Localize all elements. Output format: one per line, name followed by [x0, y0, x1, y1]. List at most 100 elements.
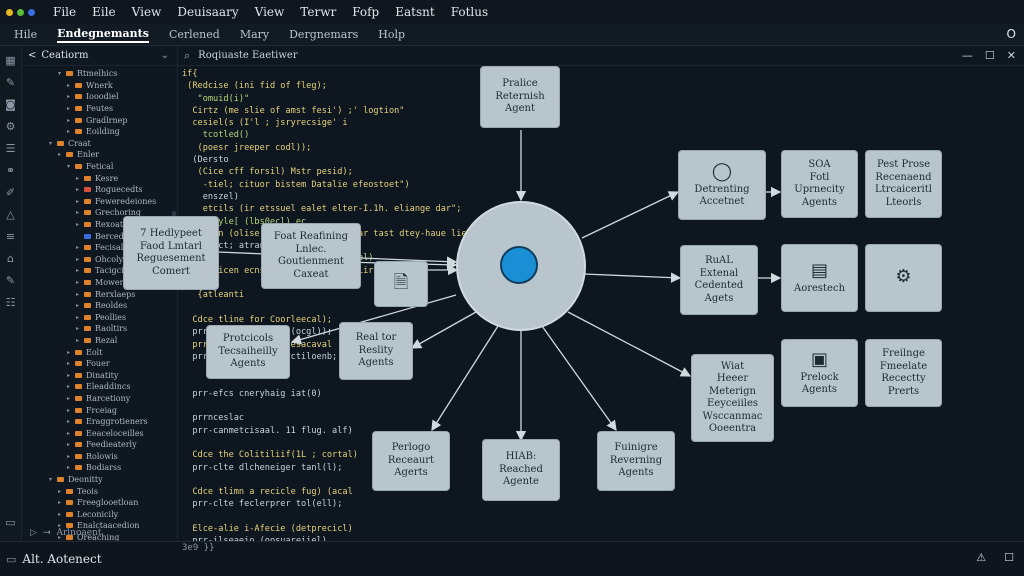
edit-icon[interactable]: ✐: [5, 186, 16, 199]
tree-item[interactable]: ▸Leconicily: [22, 509, 172, 521]
tab-holp[interactable]: Holp: [378, 28, 406, 41]
chevron-icon[interactable]: ▸: [58, 510, 62, 518]
chevron-icon[interactable]: ▸: [76, 336, 80, 344]
tree-item[interactable]: ▸Roguecedts: [22, 184, 172, 196]
central-hub[interactable]: [458, 203, 584, 329]
minimize-icon[interactable]: —: [961, 49, 973, 62]
menu-deuisaary[interactable]: Deuisaary: [177, 5, 239, 19]
tree-item[interactable]: ▸Rerxlaeps: [22, 288, 172, 300]
tree-item[interactable]: ▾Deonitty: [22, 474, 172, 486]
chevron-icon[interactable]: ▸: [76, 290, 80, 298]
chevron-icon[interactable]: ▸: [76, 209, 80, 217]
search-icon[interactable]: ⌕: [184, 48, 191, 62]
tree-item[interactable]: ▸Peollies: [22, 311, 172, 323]
chevron-icon[interactable]: ▸: [76, 255, 80, 263]
tree-item[interactable]: ▸Frceiag: [22, 404, 172, 416]
tree-item[interactable]: ▸Eolt: [22, 346, 172, 358]
chevron-icon[interactable]: ▸: [67, 81, 71, 89]
tree-item[interactable]: ▾Fetical: [22, 161, 172, 173]
tree-item[interactable]: ▸Freeglooetloan: [22, 497, 172, 509]
tree-item[interactable]: ▸Feutes: [22, 103, 172, 115]
chevron-icon[interactable]: ▸: [67, 418, 71, 426]
node-document-icon[interactable]: 🗎: [375, 262, 427, 306]
tab-endegnemants[interactable]: Endegnemants: [57, 27, 149, 43]
menu-eile[interactable]: Eile: [92, 5, 116, 19]
chevron-icon[interactable]: ▸: [58, 522, 62, 530]
tree-item[interactable]: ▸Eeaceloceilles: [22, 427, 172, 439]
menu-fotlus[interactable]: Fotlus: [450, 5, 489, 19]
tree-item[interactable]: ▸Reoldes: [22, 300, 172, 312]
tree-item[interactable]: ▸Kesre: [22, 172, 172, 184]
tree-item[interactable]: ▸Tacigcie: [22, 265, 172, 277]
tree-item[interactable]: ▸Dinatity: [22, 369, 172, 381]
chevron-icon[interactable]: ▸: [76, 302, 80, 310]
tree-item[interactable]: ▸Feedieaterly: [22, 439, 172, 451]
chevron-icon[interactable]: ▸: [67, 371, 71, 379]
play-icon[interactable]: ▷: [30, 528, 37, 538]
chevron-icon[interactable]: ▸: [67, 464, 71, 472]
menu-view[interactable]: View: [131, 5, 162, 19]
tree-item[interactable]: ▸Rezal: [22, 335, 172, 347]
link-icon[interactable]: ⚭: [5, 164, 16, 177]
chevron-icon[interactable]: ▾: [49, 139, 53, 147]
tree-item[interactable]: ▸Enalctaacedion: [22, 520, 172, 532]
tree-item[interactable]: ▸Grechoring: [22, 207, 172, 219]
chevron-icon[interactable]: ▸: [76, 313, 80, 321]
tree-item[interactable]: ▸Gradlrnep: [22, 114, 172, 126]
node-aorestech[interactable]: ▤Aorestech: [782, 245, 857, 311]
arrow-icon[interactable]: ⇥: [42, 528, 51, 538]
tab-mary[interactable]: Mary: [239, 28, 270, 41]
chevron-icon[interactable]: ▸: [67, 128, 71, 136]
tree-item[interactable]: ▸Eleaddincs: [22, 381, 172, 393]
chevron-icon[interactable]: ▸: [67, 348, 71, 356]
tree-item[interactable]: ▸Teois: [22, 485, 172, 497]
tree-item[interactable]: ▾Craat: [22, 138, 172, 150]
tab-cerlened[interactable]: Cerlened: [168, 28, 220, 41]
menu-file[interactable]: File: [53, 5, 77, 19]
chevron-icon[interactable]: ▸: [76, 244, 80, 252]
layers-icon[interactable]: ☷: [5, 296, 16, 309]
panel-icon[interactable]: ▭: [5, 516, 16, 529]
chevron-icon[interactable]: ▸: [67, 406, 71, 414]
tree-item[interactable]: ▸Fecisal: [22, 242, 172, 254]
warning-icon[interactable]: ⚠: [976, 551, 987, 564]
chevron-icon[interactable]: ▸: [58, 151, 62, 159]
tab-dergnemars[interactable]: Dergnemars: [289, 28, 359, 41]
tree-item[interactable]: ▸Mowers: [22, 277, 172, 289]
tree-item[interactable]: ▸Enler: [22, 149, 172, 161]
tree-item[interactable]: ▸Ohcoly: [22, 254, 172, 266]
chevron-icon[interactable]: ▸: [67, 93, 71, 101]
node-tools-icon[interactable]: ⚙: [866, 245, 941, 311]
chevron-icon[interactable]: ▸: [76, 278, 80, 286]
chevron-icon[interactable]: ▸: [67, 452, 71, 460]
tree-item[interactable]: ▸Iooodiel: [22, 91, 172, 103]
chevron-down-icon[interactable]: ⌄: [160, 50, 169, 61]
tree-item[interactable]: ▸Bodiarss: [22, 462, 172, 474]
chevron-icon[interactable]: ▸: [76, 325, 80, 333]
close-icon[interactable]: ✕: [1006, 49, 1016, 62]
window-dot[interactable]: [28, 8, 35, 16]
grid-icon[interactable]: ▦: [5, 54, 16, 67]
chevron-icon[interactable]: ▾: [67, 163, 71, 171]
chevron-icon[interactable]: ▸: [67, 394, 71, 402]
tree-item[interactable]: ▸Wnerk: [22, 80, 172, 92]
window-dot[interactable]: [6, 8, 13, 16]
chevron-icon[interactable]: ▸: [58, 499, 62, 507]
edit-2-icon[interactable]: ✎: [5, 274, 16, 287]
window-dot[interactable]: [17, 8, 24, 16]
menu-terwr[interactable]: Terwr: [300, 5, 337, 19]
tree-item[interactable]: Bercedrnrons: [22, 230, 172, 242]
tab-hile[interactable]: Hile: [14, 28, 38, 41]
tree-item[interactable]: ▸Feweredeiones: [22, 196, 172, 208]
pencil-icon[interactable]: ✎: [5, 76, 16, 89]
settings-icon[interactable]: ⚙: [5, 120, 16, 133]
